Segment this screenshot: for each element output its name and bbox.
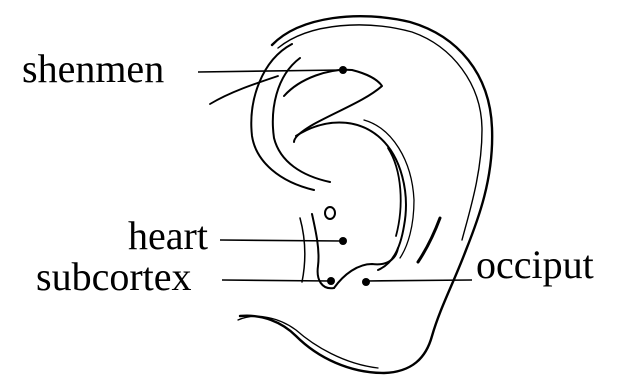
ear-outer-rim-sketch (278, 25, 482, 240)
subcortex-point (327, 277, 335, 285)
ear-canal-circle (325, 207, 335, 219)
heart-point (339, 237, 347, 245)
ear-antitragus-sketch (300, 218, 305, 282)
occiput-pointer-line (366, 280, 472, 281)
ear-helix-band-outer (251, 44, 314, 190)
shenmen-point (339, 66, 347, 74)
ear-lobe-sketch (238, 316, 378, 368)
ear-outer-rim (240, 16, 492, 373)
ear-drawing (210, 16, 492, 373)
ear-antihelix-upper (210, 76, 278, 104)
pointer-lines (198, 70, 472, 281)
ear-triangular-fossa (284, 70, 382, 142)
heart-pointer-line (220, 240, 342, 241)
label-heart: heart (128, 213, 208, 258)
ear-antihelix-lower (388, 148, 401, 236)
ear-rim-shading (418, 218, 440, 262)
ear-antihelix (296, 123, 406, 271)
subcortex-pointer-line (222, 280, 330, 281)
label-subcortex: subcortex (36, 254, 192, 299)
occiput-point (362, 278, 370, 286)
label-shenmen: shenmen (22, 46, 164, 91)
ear-antihelix-sketch (364, 120, 414, 258)
label-occiput: occiput (476, 242, 594, 287)
shenmen-pointer-line (198, 70, 342, 72)
